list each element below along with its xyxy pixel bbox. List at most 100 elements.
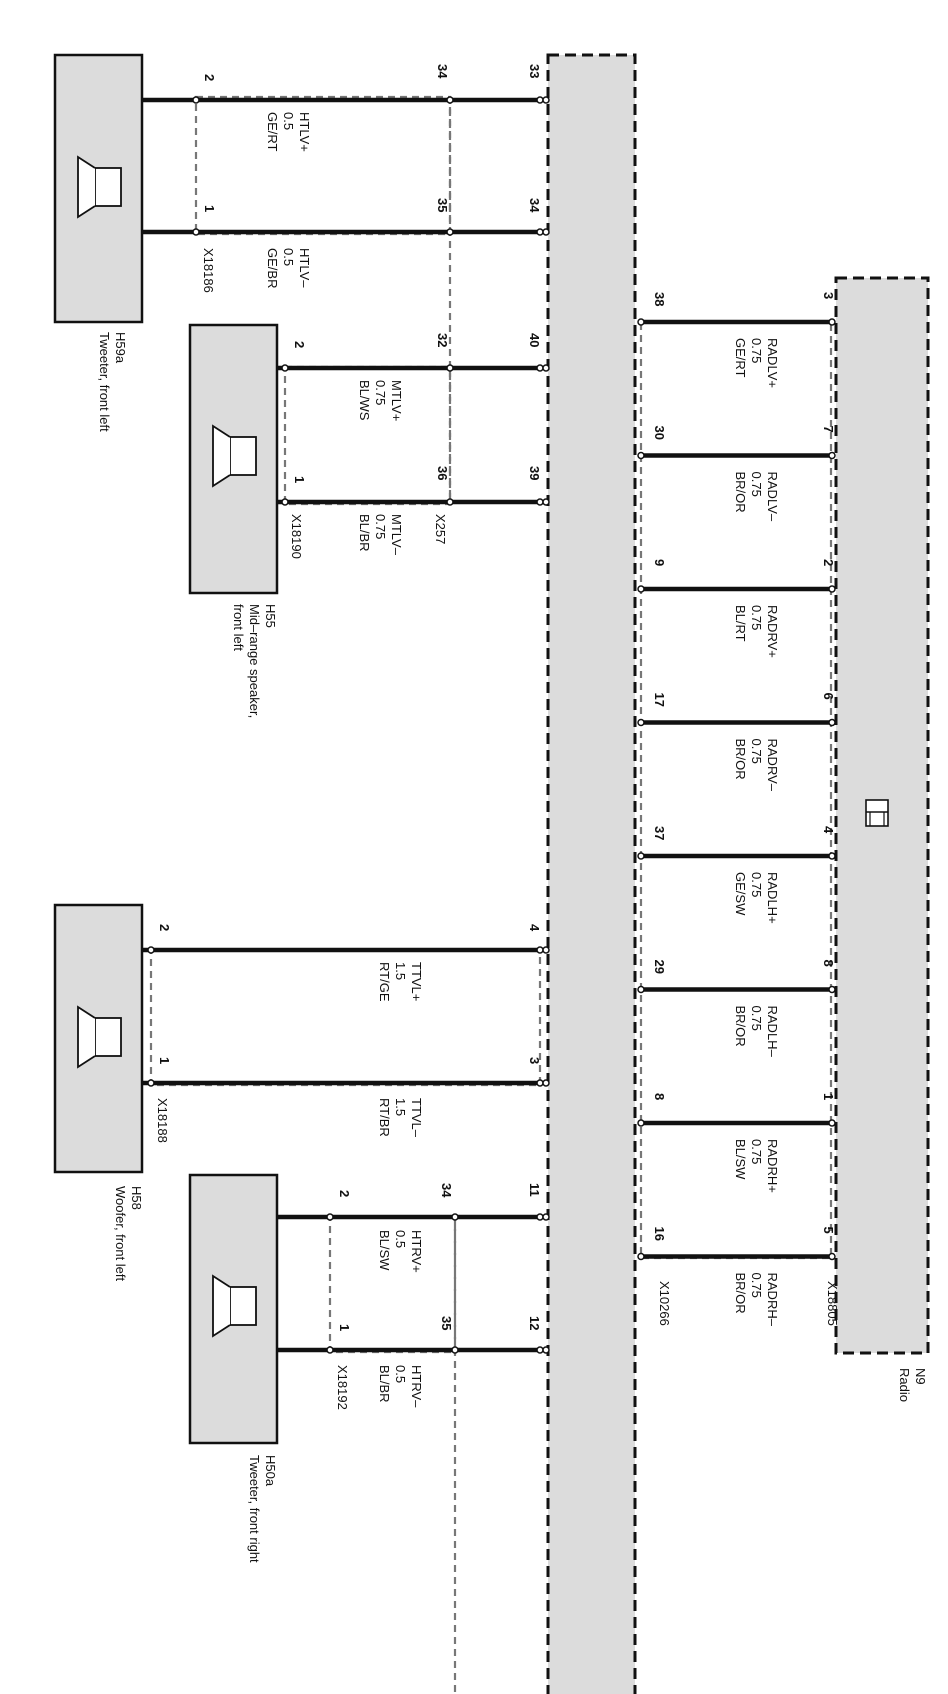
wire-size: 0.75 xyxy=(749,338,764,363)
radio-icon xyxy=(865,799,889,827)
pin-label: 36 xyxy=(435,466,450,480)
wire-signal: HTRV+ xyxy=(409,1230,424,1273)
wire-htlv-plus xyxy=(142,96,544,104)
connector-label: X10266 xyxy=(657,1281,672,1326)
wire-color: BR/OR xyxy=(733,739,748,780)
terminal-dot xyxy=(828,451,836,460)
connector-label: X18186 xyxy=(201,248,216,293)
wire-color: BL/RT xyxy=(733,605,748,642)
pin-label: 9 xyxy=(652,559,667,566)
speaker-name-line2: front left xyxy=(231,604,246,651)
terminal-dot xyxy=(637,1252,645,1261)
pin-label: 16 xyxy=(652,1227,667,1241)
pin-label: 7 xyxy=(821,426,836,433)
pin-label: 2 xyxy=(157,924,172,931)
pin-label: 1 xyxy=(292,476,307,483)
wire-htrv-minus xyxy=(277,1346,544,1354)
wire-color: GE/BR xyxy=(265,248,280,288)
wire-size: 0.5 xyxy=(393,1365,408,1383)
wire-mtlv-plus xyxy=(277,364,544,372)
connector-label: X18805 xyxy=(825,1281,840,1326)
central-bus xyxy=(546,53,637,1694)
wire-size: 0.5 xyxy=(281,248,296,266)
wire-htrv-plus xyxy=(277,1213,544,1221)
wire-signal: HTLV+ xyxy=(297,112,312,152)
wire-size: 0.75 xyxy=(749,1139,764,1164)
wire-ttvl-minus xyxy=(142,1079,544,1087)
pin-label: 3 xyxy=(527,1057,542,1064)
pin-label: 35 xyxy=(435,198,450,212)
wire-signal: TTVL+ xyxy=(409,962,424,1001)
pin-label: 12 xyxy=(527,1316,542,1330)
terminal-dot xyxy=(637,985,645,994)
wire-size: 0.75 xyxy=(749,605,764,630)
pin-label: 37 xyxy=(652,826,667,840)
pin-label: 38 xyxy=(652,292,667,306)
terminal-dot xyxy=(828,985,836,994)
speaker-icon xyxy=(212,424,257,488)
wire-ttvl-plus xyxy=(142,946,544,954)
pin-label: 34 xyxy=(439,1183,454,1198)
pin-label: 2 xyxy=(292,341,307,348)
wire-color: RT/BR xyxy=(377,1098,392,1137)
connector-label: X18190 xyxy=(289,514,304,559)
pin-label: 1 xyxy=(337,1324,352,1331)
wire-color: BL/WS xyxy=(357,380,372,421)
connector-label: X257 xyxy=(433,514,448,544)
speaker-name: Tweeter, front right xyxy=(247,1455,262,1563)
speaker-id: H55 xyxy=(263,604,278,628)
wire-size: 1.5 xyxy=(393,1098,408,1116)
wire-size: 0.75 xyxy=(749,1006,764,1031)
speaker-id: H58 xyxy=(129,1186,144,1210)
wire-signal: RADRV– xyxy=(765,739,780,792)
wire-size: 0.75 xyxy=(749,739,764,764)
wire-htlv-minus xyxy=(142,228,544,236)
connector-label: X18192 xyxy=(335,1365,350,1410)
speaker-id: H50a xyxy=(263,1455,278,1487)
wire-signal: HTLV– xyxy=(297,248,312,288)
pin-label: 8 xyxy=(652,1093,667,1100)
radio-id: N9 xyxy=(913,1368,928,1385)
wire-signal: RADLH+ xyxy=(765,872,780,924)
wire-color: BL/SW xyxy=(733,1139,748,1180)
wire-signal: RADLV+ xyxy=(765,338,780,388)
pin-label: 11 xyxy=(527,1183,542,1197)
terminal-dot xyxy=(637,451,645,460)
wire-signal: MTLV– xyxy=(389,514,404,556)
connector-x18186-outline xyxy=(194,95,452,236)
speaker-h50a xyxy=(188,1173,279,1445)
pin-label: 35 xyxy=(439,1316,454,1330)
terminal-dot xyxy=(828,1252,836,1261)
wire-signal: RADRV+ xyxy=(765,605,780,658)
wire-color: BR/OR xyxy=(733,472,748,513)
speaker-h58 xyxy=(53,903,144,1174)
pin-label: 34 xyxy=(527,198,542,213)
terminal-dot xyxy=(828,1119,836,1127)
pin-label: 32 xyxy=(435,333,450,347)
terminal-dot xyxy=(637,318,645,326)
connector-x10266-x18805-outline xyxy=(639,320,833,1260)
wire-signal: HTRV– xyxy=(409,1365,424,1408)
wire-size: 0.5 xyxy=(393,1230,408,1248)
wire-signal: RADRH+ xyxy=(765,1139,780,1193)
terminal-dot xyxy=(637,585,645,593)
terminal-dot xyxy=(828,852,836,860)
pin-label: 1 xyxy=(157,1057,172,1064)
connector-label: X18188 xyxy=(155,1098,170,1143)
wire-signal: RADLH– xyxy=(765,1006,780,1058)
pin-label: 29 xyxy=(652,960,667,974)
speaker-h59a xyxy=(53,53,144,324)
speaker-name-line: Mid–range speaker, xyxy=(247,604,262,718)
pin-label: 30 xyxy=(652,426,667,440)
terminal-dot xyxy=(637,718,645,727)
pin-label: 2 xyxy=(337,1190,352,1197)
pin-label: 1 xyxy=(821,1093,836,1100)
terminal-dot xyxy=(828,585,836,593)
speaker-icon xyxy=(77,155,122,219)
pin-label: 4 xyxy=(821,826,836,834)
wire-color: RT/GE xyxy=(377,962,392,1002)
pin-label: 39 xyxy=(527,466,542,480)
pin-label: 17 xyxy=(652,693,667,707)
wire-signal: TTVL– xyxy=(409,1098,424,1138)
wire-color: GE/SW xyxy=(733,872,748,916)
